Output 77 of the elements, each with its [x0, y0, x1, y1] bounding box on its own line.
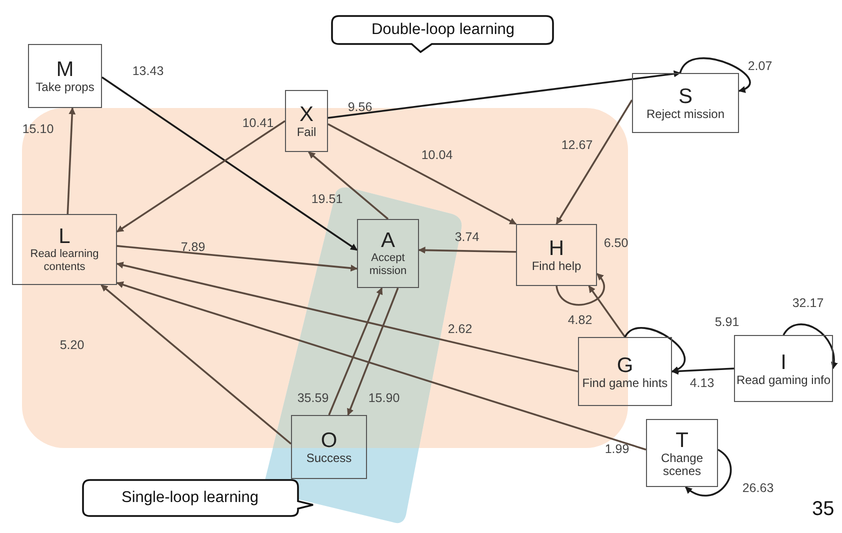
state-label: Change scenes: [660, 452, 704, 478]
arrow: [116, 262, 578, 372]
callout-bubble: [331, 15, 555, 53]
state-box: [516, 224, 597, 286]
edge-label: 19.51: [311, 192, 343, 206]
state-letter: H: [548, 237, 564, 260]
state-box: [646, 419, 718, 487]
edge-label: 4.13: [690, 376, 714, 390]
state-label: Read gaming info: [736, 374, 831, 386]
state-label: Fail: [296, 126, 316, 139]
state-box: [28, 44, 102, 108]
arrow: [116, 120, 286, 232]
self-loop-arrow: [624, 327, 686, 372]
edge-label: 3.74: [454, 230, 480, 244]
arrow: [347, 288, 399, 416]
state-label: Find game hints: [582, 376, 668, 390]
arrow: [102, 76, 358, 251]
state-letter: L: [58, 225, 70, 248]
self-loop-arrow: [556, 273, 605, 306]
state-label: Success: [306, 452, 352, 465]
edge-label: 5.20: [60, 338, 84, 352]
state-label: Find help: [532, 260, 582, 273]
arrow: [100, 284, 292, 444]
arrow: [671, 368, 734, 375]
edge-label: 2.07: [748, 59, 772, 73]
state-label: Take props: [36, 81, 94, 94]
arrow: [116, 281, 646, 450]
edge-label: 6.50: [604, 236, 628, 250]
state-letter: G: [616, 354, 634, 376]
edge-label: 10.41: [242, 116, 274, 130]
arrow: [66, 107, 76, 214]
self-loop-arrow: [782, 324, 838, 370]
arrow: [328, 123, 517, 225]
arrow: [556, 100, 633, 225]
arrow: [328, 287, 383, 416]
state-box: [357, 219, 419, 288]
edge-label: 2.62: [448, 322, 472, 336]
edge-label: 9.56: [348, 100, 372, 114]
state-letter: O: [320, 429, 338, 452]
state-letter: A: [380, 229, 395, 252]
state-letter: M: [56, 58, 74, 81]
callout-bubble: [82, 479, 314, 518]
arrow: [328, 70, 681, 119]
state-letter: T: [676, 428, 688, 452]
edge-label: 5.91: [714, 315, 740, 329]
edge-label: 1.99: [604, 442, 630, 456]
edge-label: 35.59: [297, 391, 329, 405]
state-box: [632, 73, 739, 133]
state-box: [734, 335, 833, 402]
state-box: [291, 415, 367, 479]
state-letter: X: [299, 103, 314, 126]
arrow: [418, 246, 516, 254]
state-letter: S: [678, 85, 692, 108]
state-box: [578, 337, 672, 406]
self-loop-arrow: [685, 448, 732, 496]
state-box: [12, 214, 117, 285]
edge-label: 32.17: [792, 296, 824, 310]
edge-label: 7.89: [180, 240, 206, 254]
arrow: [588, 285, 626, 338]
edge-label: 12.67: [561, 138, 593, 152]
callout-text: Double-loop learning: [370, 20, 516, 38]
page-number: 35: [812, 498, 834, 521]
edge-label: 4.82: [568, 313, 592, 327]
edge-label: 10.04: [421, 148, 453, 162]
edge-label: 13.43: [132, 64, 164, 78]
state-label: Read learning contents: [29, 248, 100, 274]
state-letter: I: [780, 350, 786, 374]
edge-label: 15.90: [368, 391, 400, 405]
edge-label: 26.63: [742, 481, 774, 495]
state-label: Reject mission: [646, 108, 725, 121]
state-box: [285, 90, 328, 152]
self-loop-arrow: [679, 58, 751, 92]
state-label: Accept mission: [368, 252, 408, 278]
arrow: [308, 151, 389, 220]
edge-label: 15.10: [22, 122, 54, 136]
arrow: [116, 245, 358, 272]
callout-text: Single-loop learning: [120, 488, 260, 506]
